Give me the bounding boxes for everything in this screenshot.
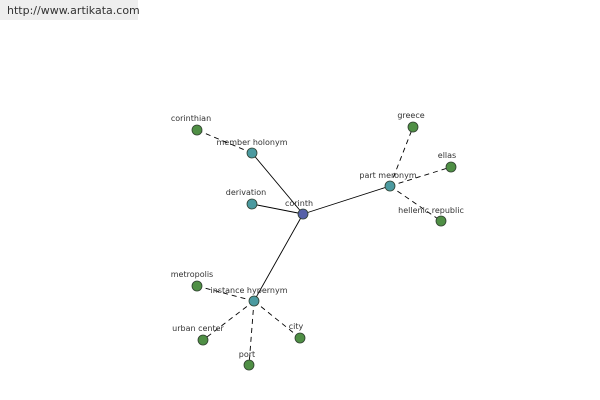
url-banner: http://www.artikata.com <box>0 0 140 20</box>
label-city: city <box>289 322 304 331</box>
graph-edges <box>196 126 452 366</box>
graph-labels: corinthian member holonym derivation greece… <box>171 111 464 359</box>
graph-nodes <box>191 121 457 371</box>
node-greece[interactable] <box>407 121 419 133</box>
node-corinthian[interactable] <box>191 124 203 136</box>
edge-member-holonym-corinthian <box>196 129 253 154</box>
node-part-meronym[interactable] <box>384 180 396 192</box>
edge-instance-hypernym-urban-center <box>202 300 255 341</box>
label-part-meronym: part meronym <box>359 171 416 180</box>
label-hellenic-republic: hellenic republic <box>398 206 464 215</box>
edge-corinth-instance-hypernym <box>253 213 304 302</box>
node-city[interactable] <box>294 332 306 344</box>
edge-corinth-member-holonym <box>251 152 304 215</box>
edge-instance-hypernym-city <box>253 300 301 339</box>
edge-corinth-part-meronym <box>302 185 391 215</box>
node-ellas[interactable] <box>445 161 457 173</box>
node-urban-center[interactable] <box>197 334 209 346</box>
label-corinth: corinth <box>285 199 313 208</box>
label-ellas: ellas <box>438 151 456 160</box>
node-member-holonym[interactable] <box>246 147 258 159</box>
node-port[interactable] <box>243 359 255 371</box>
label-metropolis: metropolis <box>171 270 213 279</box>
edge-instance-hypernym-metropolis <box>196 285 255 302</box>
label-instance-hypernym: instance hypernym <box>211 286 288 295</box>
edge-instance-hypernym-port <box>248 300 255 366</box>
node-instance-hypernym[interactable] <box>248 295 260 307</box>
label-member-holonym: member holonym <box>216 138 287 147</box>
node-hellenic-republic[interactable] <box>435 215 447 227</box>
node-corinth[interactable] <box>297 208 309 220</box>
edge-corinth-derivation <box>251 203 304 215</box>
edge-part-meronym-hellenic-republic <box>389 185 442 222</box>
label-corinthian: corinthian <box>171 114 211 123</box>
label-port: port <box>239 350 255 359</box>
label-greece: greece <box>397 111 424 120</box>
node-metropolis[interactable] <box>191 280 203 292</box>
edge-part-meronym-ellas <box>389 166 452 187</box>
edge-part-meronym-greece <box>389 126 414 187</box>
label-derivation: derivation <box>226 188 266 197</box>
site-url[interactable]: http://www.artikata.com <box>7 4 140 17</box>
node-derivation[interactable] <box>246 198 258 210</box>
label-urban-center: urban center <box>172 324 224 333</box>
